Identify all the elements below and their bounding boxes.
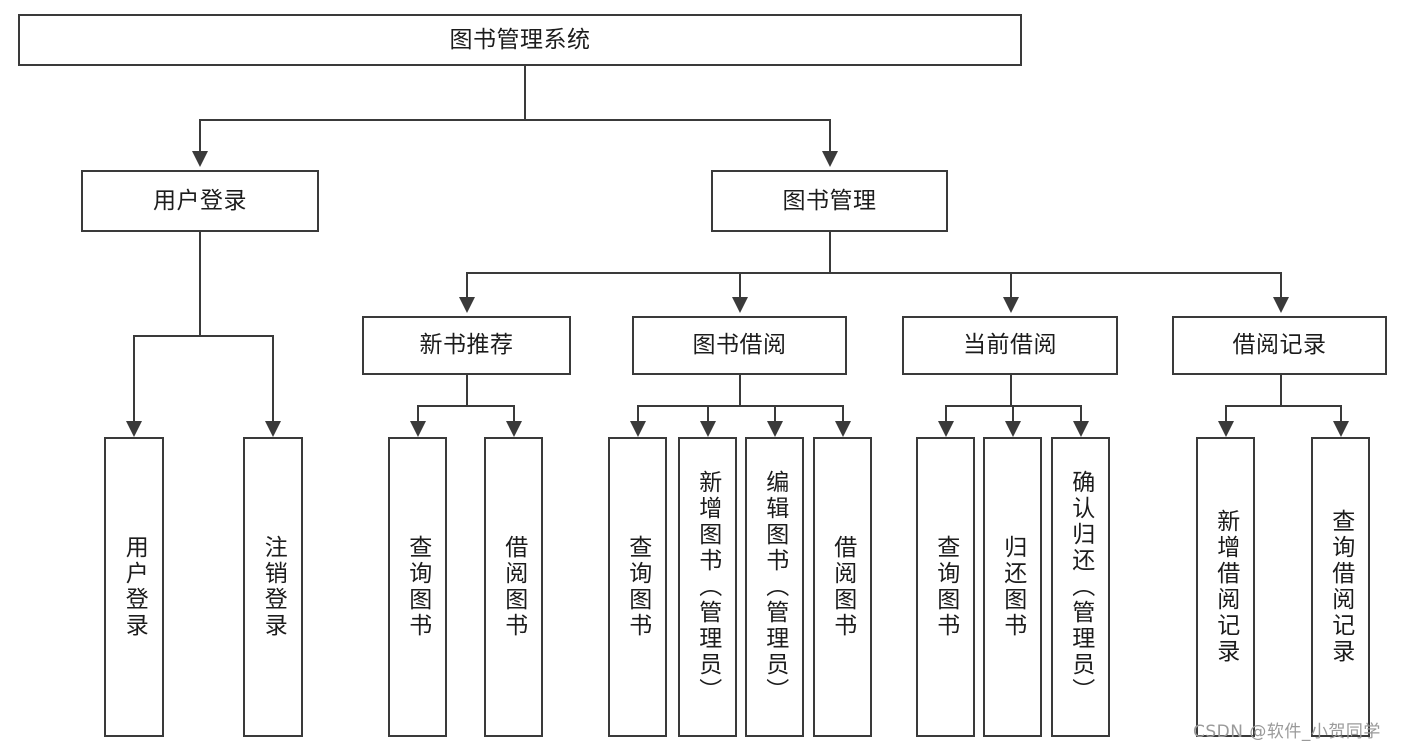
node-label: 用户登录 (121, 535, 148, 639)
leaf-borrow-add-book-admin[interactable]: 新增图书（管理员） (678, 437, 737, 737)
connector-book-borrow-branch-3 (774, 405, 776, 421)
node-label: 新书推荐 (419, 332, 514, 359)
connector-borrow-records-stem (1280, 375, 1282, 405)
leaf-current-query-book[interactable]: 查询图书 (916, 437, 975, 737)
node-label: 查询图书 (404, 535, 431, 639)
arrowhead-borrow-records-leaf-2 (1333, 421, 1349, 437)
arrowhead-new-book-leaf-1 (410, 421, 426, 437)
connector-book-mgmt-branch-3 (1010, 272, 1012, 297)
node-book-management[interactable]: 图书管理 (711, 170, 948, 232)
connector-new-book-branch-1 (417, 405, 419, 421)
connector-borrow-records-bus (1225, 405, 1340, 407)
connector-user-login-branch-1 (133, 335, 135, 421)
leaf-borrow-edit-book-admin[interactable]: 编辑图书（管理员） (745, 437, 804, 737)
node-label: 查询图书 (624, 535, 651, 639)
leaf-current-return-book[interactable]: 归还图书 (983, 437, 1042, 737)
node-label: 图书管理 (782, 187, 877, 214)
connector-user-login-stem (199, 232, 201, 335)
node-new-book-recommend[interactable]: 新书推荐 (362, 316, 571, 375)
connector-current-borrow-branch-1 (945, 405, 947, 421)
node-label: 借阅图书 (829, 535, 856, 639)
connector-user-login-bus (133, 335, 272, 337)
arrowhead-root-to-user-login (192, 151, 208, 167)
arrowhead-root-to-book-mgmt (822, 151, 838, 167)
arrowhead-book-mgmt-branch-1 (459, 297, 475, 313)
node-label: 新增图书（管理员） (694, 470, 721, 704)
connector-borrow-records-branch-1 (1225, 405, 1227, 421)
node-label: 借阅记录 (1232, 332, 1327, 359)
leaf-new-book-query[interactable]: 查询图书 (388, 437, 447, 737)
node-label: 用户登录 (153, 187, 247, 214)
leaf-user-login[interactable]: 用户登录 (104, 437, 164, 737)
connector-book-borrow-branch-1 (637, 405, 639, 421)
node-label: 查询图书 (932, 535, 959, 639)
arrowhead-user-login-leaf-2 (265, 421, 281, 437)
leaf-new-book-borrow[interactable]: 借阅图书 (484, 437, 543, 737)
leaf-records-add-record[interactable]: 新增借阅记录 (1196, 437, 1255, 737)
node-label: 查询借阅记录 (1327, 509, 1354, 665)
arrowhead-user-login-leaf-1 (126, 421, 142, 437)
node-label: 图书管理系统 (449, 26, 591, 53)
node-borrow-records[interactable]: 借阅记录 (1172, 316, 1387, 375)
connector-current-borrow-branch-2 (1012, 405, 1014, 421)
arrowhead-new-book-leaf-2 (506, 421, 522, 437)
arrowhead-book-mgmt-branch-2 (732, 297, 748, 313)
leaf-borrow-query-book[interactable]: 查询图书 (608, 437, 667, 737)
node-label: 新增借阅记录 (1212, 509, 1239, 665)
node-label: 归还图书 (999, 535, 1026, 639)
connector-book-borrow-stem (739, 375, 741, 405)
connector-book-borrow-branch-2 (707, 405, 709, 421)
connector-book-mgmt-branch-4 (1280, 272, 1282, 297)
leaf-records-query-record[interactable]: 查询借阅记录 (1311, 437, 1370, 737)
node-user-login[interactable]: 用户登录 (81, 170, 319, 232)
connector-book-mgmt-bus (466, 272, 1280, 274)
connector-new-book-branch-2 (513, 405, 515, 421)
arrowhead-book-borrow-leaf-4 (835, 421, 851, 437)
connector-root-to-book-mgmt (829, 119, 831, 151)
connector-borrow-records-branch-2 (1340, 405, 1342, 421)
connector-user-login-branch-2 (272, 335, 274, 421)
node-label: 确认归还（管理员） (1067, 470, 1094, 704)
node-label: 借阅图书 (500, 535, 527, 639)
connector-book-mgmt-stem (829, 232, 831, 272)
connector-new-book-bus (417, 405, 513, 407)
arrowhead-current-borrow-leaf-1 (938, 421, 954, 437)
node-current-borrow[interactable]: 当前借阅 (902, 316, 1118, 375)
connector-current-borrow-branch-3 (1080, 405, 1082, 421)
leaf-current-confirm-return-admin[interactable]: 确认归还（管理员） (1051, 437, 1110, 737)
connector-book-borrow-branch-4 (842, 405, 844, 421)
arrowhead-book-borrow-leaf-1 (630, 421, 646, 437)
arrowhead-book-borrow-leaf-3 (767, 421, 783, 437)
connector-book-mgmt-branch-1 (466, 272, 468, 297)
arrowhead-book-mgmt-branch-3 (1003, 297, 1019, 313)
connector-book-mgmt-branch-2 (739, 272, 741, 297)
arrowhead-borrow-records-leaf-1 (1218, 421, 1234, 437)
node-label: 编辑图书（管理员） (761, 470, 788, 704)
leaf-borrow-borrow-book[interactable]: 借阅图书 (813, 437, 872, 737)
connector-root-to-user-login (199, 119, 201, 151)
arrowhead-current-borrow-leaf-2 (1005, 421, 1021, 437)
connector-root-stem (524, 66, 526, 119)
connector-root-bus (199, 119, 831, 121)
node-label: 当前借阅 (963, 332, 1057, 359)
connector-book-borrow-bus (637, 405, 842, 407)
arrowhead-current-borrow-leaf-3 (1073, 421, 1089, 437)
csdn-watermark: CSDN @软件_小贺同学 (1193, 722, 1381, 742)
arrowhead-book-mgmt-branch-4 (1273, 297, 1289, 313)
node-root-system[interactable]: 图书管理系统 (18, 14, 1022, 66)
node-label: 注销登录 (260, 535, 287, 639)
connector-new-book-stem (466, 375, 468, 405)
node-label: 图书借阅 (692, 332, 787, 359)
arrowhead-book-borrow-leaf-2 (700, 421, 716, 437)
connector-current-borrow-stem (1010, 375, 1012, 405)
node-book-borrow[interactable]: 图书借阅 (632, 316, 847, 375)
leaf-logout-login[interactable]: 注销登录 (243, 437, 303, 737)
